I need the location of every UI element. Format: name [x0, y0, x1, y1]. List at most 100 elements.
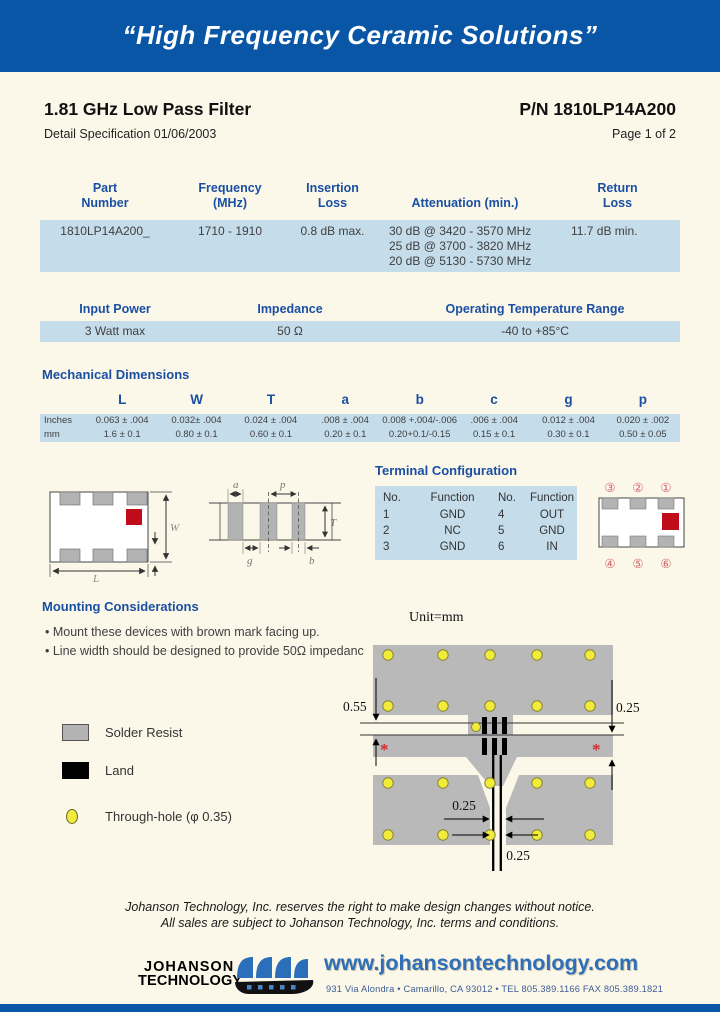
col-temp-range: Operating Temperature Range — [445, 302, 625, 316]
col-return-loss: Return Loss — [597, 181, 638, 210]
pin2-badge: ② — [632, 481, 643, 495]
page-title: 1.81 GHz Low Pass Filter — [44, 99, 252, 119]
col-part-number: Part Number — [81, 181, 129, 210]
bullet-line-width: • Line width should be designed to provi… — [45, 644, 364, 658]
company-address: 931 Via Alondra • Camarillo, CA 93012 • … — [326, 984, 664, 994]
pin2-function: NC — [444, 525, 461, 537]
dim-label-W: W — [170, 522, 180, 534]
mm-L: 1.6 ± 0.1 — [103, 429, 141, 440]
col-insertion-loss: Insertion Loss — [306, 181, 359, 210]
pin2-no: 2 — [383, 525, 390, 537]
pin4-no: 4 — [498, 509, 505, 521]
pin5-no: 5 — [498, 525, 505, 537]
inch-c: .006 ± .004 — [470, 415, 518, 426]
mech-row-mm: mm 1.6 ± 0.1 0.80 ± 0.1 0.60 ± 0.1 0.20 … — [40, 428, 680, 442]
pin6-function: IN — [546, 541, 558, 553]
value-input-power: 3 Watt max — [84, 324, 146, 338]
mech-table-header: L W T a b c g p — [40, 392, 680, 407]
chip-side-view-drawing: a p g b T — [209, 479, 341, 567]
logo-text-technology: TECHNOLOGY — [138, 973, 243, 989]
bullet-brown-mark: • Mount these devices with brown mark fa… — [45, 625, 320, 639]
col-attenuation: Attenuation (min.) — [411, 196, 519, 210]
dim-label-g: g — [247, 555, 253, 567]
row-label: Inches — [44, 415, 72, 426]
viking-ship-logo-icon — [235, 957, 314, 994]
value-temp-range: -40 to +85°C — [501, 324, 569, 338]
land-pattern-diagram: 0.55 0.25 0.25 0.25 * * — [343, 645, 640, 871]
website-link[interactable]: www.johansontechnology.com — [324, 951, 639, 975]
dim-0.25-mid: 0.25 — [452, 798, 476, 813]
pin3-badge: ③ — [604, 481, 615, 495]
terminal-bands — [227, 502, 306, 541]
mechanical-heading: Mechanical Dimensions — [42, 367, 190, 382]
value-part-number: 1810LP14A200_ — [60, 224, 150, 238]
logo-text-johanson: JOHANSON — [144, 959, 235, 975]
mm-c: 0.15 ± 0.1 — [472, 429, 516, 440]
col-impedance: Impedance — [257, 302, 323, 316]
inch-p: 0.020 ± .002 — [616, 415, 670, 426]
mm-T: 0.60 ± 0.1 — [249, 429, 293, 440]
terminal-pads — [601, 497, 675, 548]
dim-label-T: T — [330, 517, 337, 529]
value-impedance: 50 Ω — [277, 324, 303, 338]
mm-W: 0.80 ± 0.1 — [175, 429, 218, 440]
ship-sails — [237, 957, 308, 978]
pin1-function: GND — [439, 509, 466, 521]
col-L: L — [118, 392, 127, 407]
col-b: b — [415, 392, 424, 407]
mounting-bullets: • Mount these devices with brown mark fa… — [45, 623, 364, 661]
terminal-pads — [59, 491, 148, 563]
col-T: T — [266, 392, 276, 407]
brown-mark — [126, 509, 142, 525]
value-attenuation: 30 dB @ 3420 - 3570 MHz 25 dB @ 3700 - 3… — [389, 224, 532, 268]
dim-label-L: L — [92, 573, 99, 583]
pin3-no: 3 — [383, 541, 390, 553]
pin3-function: GND — [439, 541, 466, 553]
mm-p: 0.50 ± 0.05 — [619, 429, 667, 440]
legend-through-hole-label: Through-hole (φ 0.35) — [105, 809, 232, 824]
legend-solder-resist-label: Solder Resist — [105, 725, 183, 740]
ratings-table-row: 3 Watt max 50 Ω -40 to +85°C — [40, 321, 680, 342]
pin4-badge: ④ — [604, 557, 615, 571]
dim-label-a: a — [233, 479, 239, 491]
th-no2: No. — [498, 492, 516, 504]
mm-g: 0.30 ± 0.1 — [547, 429, 590, 440]
pin6-no: 6 — [498, 541, 505, 553]
unit-label: Unit=mm — [409, 610, 464, 625]
inch-a: .008 ± .004 — [321, 415, 369, 426]
pin1-badge: ① — [660, 481, 671, 495]
inch-T: 0.024 ± .004 — [244, 415, 298, 426]
dim-0.55: 0.55 — [343, 699, 367, 714]
dim-label-b: b — [309, 555, 315, 567]
pin4-function: OUT — [539, 509, 565, 521]
page-indicator: Page 1 of 2 — [612, 127, 676, 141]
col-frequency: Frequency (MHz) — [198, 181, 262, 210]
terminal-config-table: No. Function No. Function 1 GND 4 OUT 2 … — [375, 486, 577, 560]
th-function2: Function — [529, 492, 575, 504]
through-holes — [382, 649, 596, 841]
dim-0.25-bottom: 0.25 — [506, 848, 530, 863]
mm-b: 0.20+0.1/-0.15 — [388, 429, 451, 440]
brown-mark — [662, 513, 679, 530]
th-function1: Function — [430, 492, 475, 504]
dim-0.25-right: 0.25 — [616, 700, 640, 715]
terminal-config-heading: Terminal Configuration — [375, 463, 518, 478]
ship-hull — [235, 980, 314, 994]
dim-label-p: p — [279, 479, 286, 491]
asterisk-mark: * — [592, 740, 601, 759]
inch-b: 0.008 +.004/-.006 — [382, 415, 458, 426]
col-a: a — [341, 392, 350, 407]
chip-pinout-drawing: ③ ② ① ④ ⑤ ⑥ — [598, 481, 685, 571]
electrical-table-row: 1810LP14A200_ 1710 - 1910 0.8 dB max. 30… — [40, 220, 680, 272]
col-c: c — [490, 392, 498, 407]
inch-g: 0.012 ± .004 — [542, 415, 595, 426]
col-W: W — [190, 392, 203, 407]
value-return-loss: 11.7 dB min. — [571, 224, 638, 238]
th-no1: No. — [383, 492, 401, 504]
chip-top-view-drawing: W L — [49, 491, 180, 583]
inch-W: 0.032± .004 — [171, 415, 222, 426]
land-pads — [482, 717, 507, 755]
disclaimer-line1: Johanson Technology, Inc. reserves the r… — [125, 900, 595, 914]
mounting-heading: Mounting Considerations — [42, 599, 199, 614]
